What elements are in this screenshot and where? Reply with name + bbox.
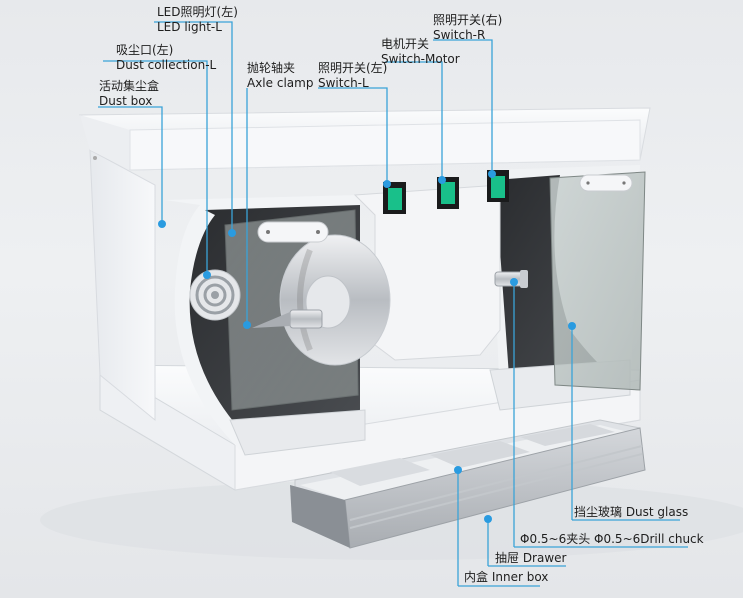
callout-zh: 抛轮轴夹: [247, 61, 296, 75]
callout-switch-l: 照明开关(左) Switch-L: [318, 61, 387, 91]
motor-housing: [279, 184, 501, 366]
callout-en: Switch-Motor: [381, 52, 460, 66]
callout-text: Φ0.5~6夹头 Φ0.5~6Drill chuck: [520, 532, 704, 546]
top-lid: [78, 107, 651, 171]
callout-dust-glass: 挡尘玻璃 Dust glass: [574, 505, 688, 520]
brand-plate-left: [257, 221, 329, 243]
callout-zh: 吸尘口(左): [116, 43, 174, 57]
callout-en: Switch-R: [433, 28, 486, 42]
right-dust-glass: [549, 171, 646, 391]
callout-dust-box: 活动集尘盒 Dust box: [99, 79, 159, 109]
callout-zh: LED照明灯(左): [157, 5, 238, 19]
switch-motor-part: [437, 177, 459, 209]
callout-switch-r: 照明开关(右) Switch-R: [433, 13, 502, 43]
switch-left-part: [383, 182, 406, 214]
callout-en: Dust box: [99, 94, 153, 108]
callout-axle-clamp: 抛轮轴夹 Axle clamp: [247, 61, 313, 91]
callout-en: Dust collection-L: [116, 58, 217, 72]
dust-collection-grille: [189, 269, 241, 321]
switch-right-part: [487, 170, 509, 202]
brand-plate-right: [579, 174, 633, 192]
callout-leaders: [98, 21, 688, 587]
callout-text: 挡尘玻璃 Dust glass: [574, 505, 689, 519]
callout-dots: [158, 170, 576, 523]
axle-clamp-part: [252, 309, 323, 329]
callout-led-light-l: LED照明灯(左) LED light-L: [157, 5, 238, 35]
callout-drawer: 抽屉 Drawer: [495, 551, 566, 566]
callout-drill-chuck: Φ0.5~6夹头 Φ0.5~6Drill chuck: [520, 532, 704, 547]
callout-zh: 照明开关(右): [433, 13, 503, 27]
callout-en: LED light-L: [157, 20, 222, 34]
callout-switch-motor: 电机开关 Switch-Motor: [381, 37, 460, 67]
callout-text: 抽屉 Drawer: [495, 551, 567, 565]
callout-inner-box: 内盒 Inner box: [464, 570, 548, 585]
callout-dust-collection-l: 吸尘口(左) Dust collection-L: [116, 43, 216, 73]
callout-zh: 照明开关(左): [318, 61, 388, 75]
callout-en: Axle clamp: [247, 76, 314, 90]
callout-zh: 活动集尘盒: [99, 79, 160, 93]
callout-zh: 电机开关: [381, 37, 430, 51]
callout-text: 内盒 Inner box: [464, 570, 549, 584]
drawer-part: [290, 419, 646, 549]
callout-en: Switch-L: [318, 76, 369, 90]
